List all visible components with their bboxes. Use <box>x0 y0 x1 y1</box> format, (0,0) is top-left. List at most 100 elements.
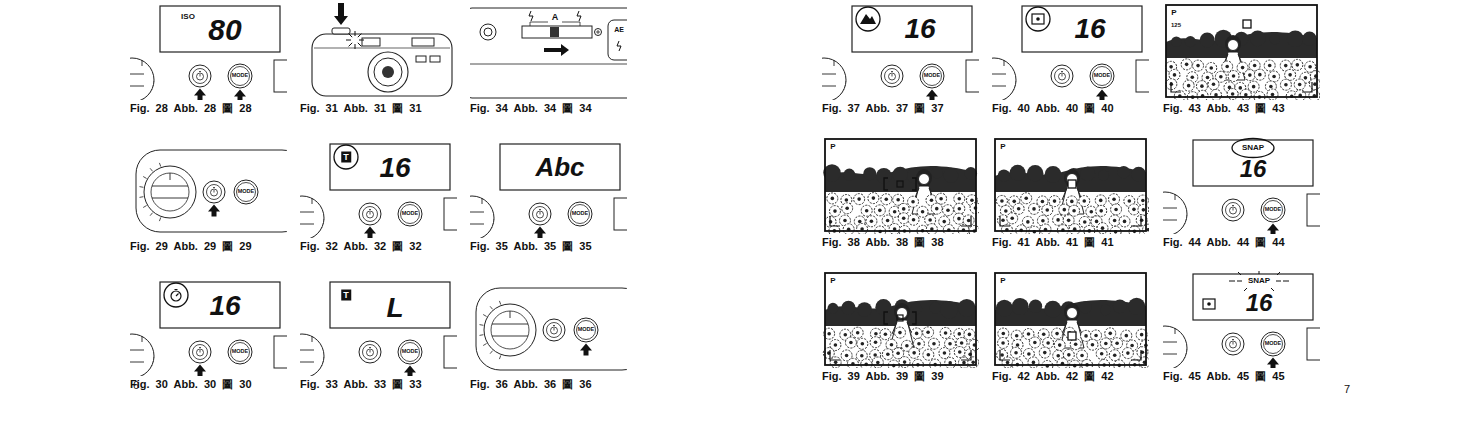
figure-caption: Fig. 28 Abb. 28 圖 28 <box>130 103 252 114</box>
highlight-ring <box>334 145 358 169</box>
lcd-readout: 16 <box>1074 15 1105 43</box>
control-buttons <box>189 64 252 100</box>
mode-icon: T <box>341 290 351 301</box>
figure-illustration <box>470 2 627 100</box>
figure-caption: Fig. 34 Abb. 34 圖 34 <box>470 103 592 114</box>
button-label: MODE <box>572 211 589 217</box>
figure-panel: PFig. 42 Abb. 42 圖 42 <box>992 270 1149 386</box>
figure-illustration <box>130 278 287 376</box>
figure-panel: Fig. 31 Abb. 31 圖 31 <box>300 2 457 118</box>
viewfinder-frame <box>825 273 976 365</box>
button-label: MODE <box>578 327 595 333</box>
figure-panel: T16MODEFig. 32 Abb. 32 圖 32 <box>300 140 457 256</box>
flowers <box>996 193 1149 234</box>
figure-illustration <box>822 270 979 368</box>
figure-caption: Fig. 35 Abb. 35 圖 35 <box>470 241 592 252</box>
flowers <box>825 193 979 234</box>
figure-panel: AAEFig. 34 Abb. 34 圖 34 <box>470 2 627 118</box>
camera-top <box>136 150 287 232</box>
figure-caption: Fig. 37 Abb. 37 圖 37 <box>822 103 944 114</box>
figure-illustration <box>822 2 979 100</box>
blink-marks <box>1229 271 1289 291</box>
figure-illustration <box>1163 2 1320 100</box>
camera-body <box>130 334 287 376</box>
figure-caption: Fig. 32 Abb. 32 圖 32 <box>300 241 422 252</box>
camera-body <box>822 58 979 100</box>
viewfinder-frame <box>1166 5 1317 97</box>
focus-mark <box>830 178 971 226</box>
lcd-panel <box>1022 6 1142 52</box>
lcd-panel <box>330 144 450 190</box>
figure-caption: Fig. 44 Abb. 44 圖 44 <box>1163 237 1285 248</box>
figure-caption: Fig. 29 Abb. 29 圖 29 <box>130 241 252 252</box>
figure-illustration <box>300 278 457 376</box>
button-label: MODE <box>1094 73 1111 79</box>
lcd-label: SNAP <box>1248 277 1270 285</box>
figure-caption: Fig. 42 Abb. 42 圖 42 <box>992 371 1114 382</box>
lcd-panel <box>1193 274 1313 320</box>
lcd-panel <box>500 144 620 190</box>
control-buttons <box>529 202 592 238</box>
figure-illustration <box>1163 136 1320 234</box>
figure-illustration <box>300 2 457 100</box>
lcd-icon <box>1203 299 1215 309</box>
viewfinder-mode: P <box>999 143 1006 151</box>
control-buttons <box>189 340 252 376</box>
figure-caption: Fig. 33 Abb. 33 圖 33 <box>300 379 422 390</box>
mode-icon: T <box>341 152 351 163</box>
button-label: MODE <box>232 73 249 79</box>
control-buttons <box>359 340 422 376</box>
figure-caption: Fig. 30 Abb. 30 圖 30 <box>130 379 252 390</box>
camera-body <box>470 196 627 238</box>
figure-caption: Fig. 31 Abb. 31 圖 31 <box>300 103 422 114</box>
button-label: MODE <box>238 189 255 195</box>
lcd-readout: 80 <box>208 15 241 45</box>
figure-panel: SNAP16MODEFig. 45 Abb. 45 圖 45 <box>1163 270 1320 386</box>
control-buttons <box>881 64 944 100</box>
lcd-readout: 16 <box>1246 291 1273 315</box>
viewfinder-frame <box>995 273 1146 365</box>
highlight-ring <box>1026 7 1050 31</box>
figure-caption: Fig. 43 Abb. 43 圖 43 <box>1163 103 1285 114</box>
figure-illustration <box>992 136 1149 234</box>
figure-panel: MODE Fig. 29 Abb. 29 圖 29 <box>130 140 287 256</box>
figure-panel: SNAP16MODEFig. 44 Abb. 44 圖 44 <box>1163 136 1320 252</box>
lcd-panel <box>160 6 280 52</box>
viewfinder-frame <box>825 139 976 231</box>
figure-illustration <box>992 270 1149 368</box>
control-buttons <box>203 180 258 217</box>
figure-panel: TLMODEFig. 33 Abb. 33 圖 33 <box>300 278 457 394</box>
focus-mark <box>830 312 971 360</box>
control-buttons <box>359 202 422 238</box>
viewfinder-mode: P <box>829 143 836 151</box>
lcd-panel <box>330 282 450 328</box>
camera-body <box>300 334 457 376</box>
button-label: MODE <box>1265 207 1282 213</box>
camera-body <box>992 58 1149 100</box>
figure-panel: 16MODEFig. 30 Abb. 30 圖 30 <box>130 278 287 394</box>
camera-body <box>300 196 457 238</box>
figure-illustration <box>1163 270 1320 368</box>
flash-switch <box>470 8 627 98</box>
figure-panel: ISO80MODEFig. 28 Abb. 28 圖 28 <box>130 2 287 118</box>
control-buttons <box>1222 198 1285 234</box>
lcd-readout: 16 <box>904 15 935 43</box>
button-label: MODE <box>924 73 941 79</box>
lcd-label: SNAP <box>1242 144 1264 152</box>
figure-illustration <box>992 2 1149 100</box>
figure-panel: P Fig. 41 Abb. 41 圖 41 <box>992 136 1149 252</box>
camera-body <box>1163 326 1320 368</box>
lcd-readout: 16 <box>209 292 240 320</box>
focus-mark <box>1171 20 1312 92</box>
button-label: MODE <box>1265 341 1282 347</box>
figure-panel: 16MODE Fig. 37 Abb. 37 圖 37 <box>822 2 979 118</box>
viewfinder-frame <box>995 139 1146 231</box>
control-buttons <box>1051 64 1114 100</box>
switch-label: AE <box>614 26 624 33</box>
figure-caption: Fig. 40 Abb. 40 圖 40 <box>992 103 1114 114</box>
figure-caption: Fig. 41 Abb. 41 圖 41 <box>992 237 1114 248</box>
lcd-panel <box>1193 140 1313 186</box>
figure-illustration <box>470 278 627 376</box>
shutter-speed: 125 <box>1170 22 1182 28</box>
